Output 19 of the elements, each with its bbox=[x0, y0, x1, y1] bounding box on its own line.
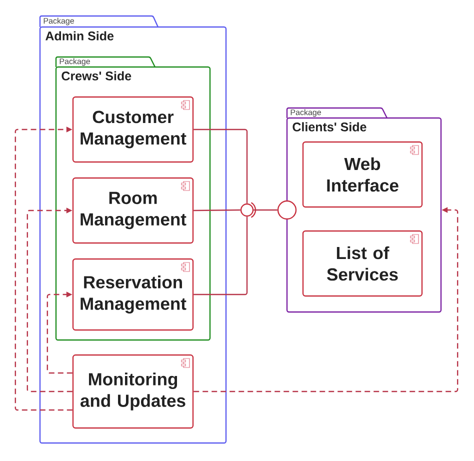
node-label: Package bbox=[60, 58, 90, 66]
dashed-arrow bbox=[14, 126, 72, 411]
dashed-arrow bbox=[26, 208, 72, 392]
dashed-arrow bbox=[194, 207, 458, 392]
line bbox=[194, 216, 248, 296]
line bbox=[254, 209, 278, 211]
component-box: Web Interface bbox=[302, 141, 423, 208]
component-box: Monitoring and Updates bbox=[72, 354, 194, 429]
node-label: Package bbox=[44, 18, 74, 26]
component-box: List of Services bbox=[302, 230, 423, 297]
component-box: Customer Management bbox=[72, 96, 194, 163]
interface-circle bbox=[277, 200, 297, 220]
line bbox=[194, 128, 248, 204]
line bbox=[194, 209, 240, 212]
component-box: Room Management bbox=[72, 177, 194, 244]
node-label: Package bbox=[290, 109, 321, 117]
dashed-arrow bbox=[46, 292, 72, 374]
socket-symbol bbox=[240, 203, 254, 217]
component-box: Reservation Management bbox=[72, 258, 194, 331]
